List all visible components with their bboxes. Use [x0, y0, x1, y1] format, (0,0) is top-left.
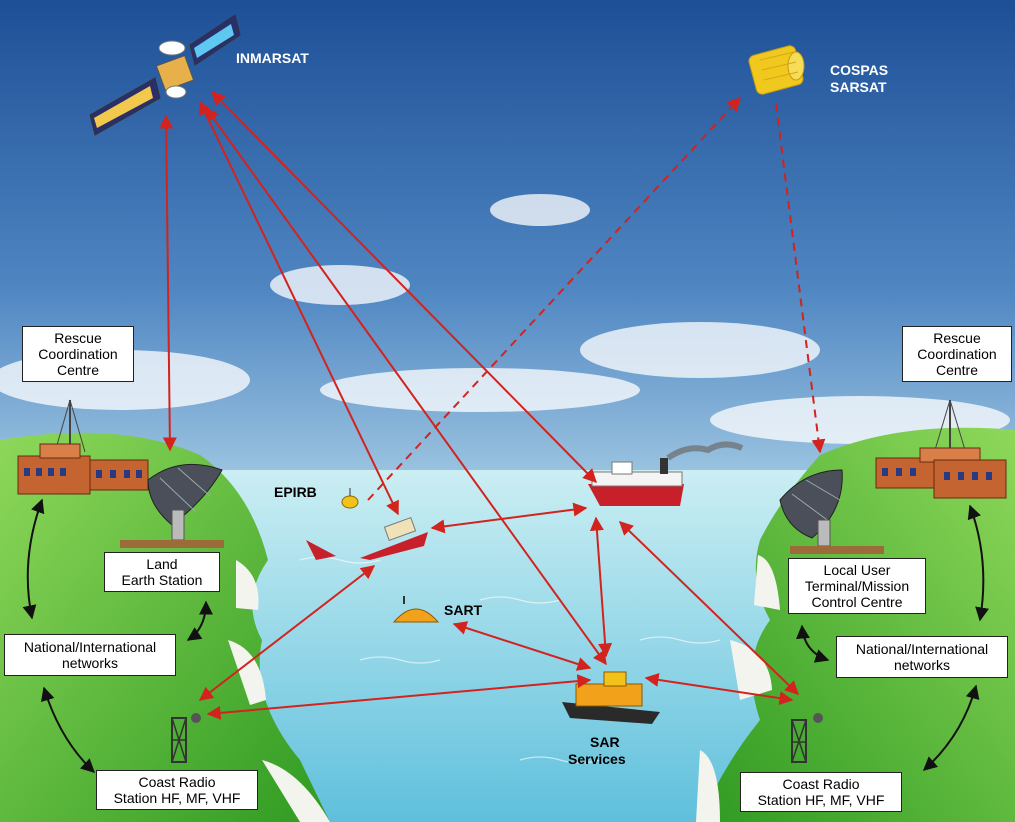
- box-line: Local User: [823, 562, 891, 578]
- ship-icon: [588, 441, 744, 506]
- radio-mast-icon: [791, 713, 823, 763]
- local-user-terminal-box: Local User Terminal/Mission Control Cent…: [788, 558, 926, 614]
- box-line: Rescue: [54, 330, 102, 346]
- left-rescue-coordination-centre-box: Rescue Coordination Centre: [22, 326, 134, 382]
- box-line: Coast Radio: [138, 774, 216, 790]
- box-line: Control Centre: [811, 594, 903, 610]
- right-rescue-coordination-centre-box: Rescue Coordination Centre: [902, 326, 1012, 382]
- right-networks-box: National/International networks: [836, 636, 1008, 678]
- network-links: [22, 498, 989, 773]
- services-label: Services: [568, 751, 626, 767]
- box-line: National/International: [855, 641, 989, 657]
- cospas-sarsat-satellite-icon: [748, 45, 805, 95]
- inmarsat-label: INMARSAT: [236, 50, 309, 66]
- box-line: Centre: [56, 362, 100, 378]
- sarsat-label: SARSAT: [830, 79, 887, 95]
- sart-label: SART: [444, 602, 483, 618]
- box-line: Coordination: [38, 346, 118, 362]
- box-line: Station HF, MF, VHF: [113, 790, 241, 806]
- left-coast-radio-box: Coast Radio Station HF, MF, VHF: [96, 770, 258, 810]
- box-line: National/International: [23, 639, 157, 655]
- box-line: Coast Radio: [782, 776, 860, 792]
- building-icon: [875, 399, 1007, 499]
- box-line: networks: [893, 657, 951, 673]
- box-line: Station HF, MF, VHF: [757, 792, 885, 808]
- box-line: Land: [146, 556, 178, 572]
- inmarsat-satellite-icon: [89, 14, 241, 136]
- cospas-label: COSPAS: [830, 62, 889, 78]
- epirb-label: EPIRB: [274, 484, 317, 500]
- box-line: Coordination: [917, 346, 997, 362]
- right-coast-radio-box: Coast Radio Station HF, MF, VHF: [740, 772, 902, 812]
- box-line: networks: [61, 655, 119, 671]
- communication-links: [159, 91, 826, 720]
- box-line: Rescue: [933, 330, 981, 346]
- box-line: Earth Station: [121, 572, 203, 588]
- left-networks-box: National/International networks: [4, 634, 176, 676]
- building-icon: [17, 399, 149, 495]
- box-line: Terminal/Mission: [804, 578, 910, 594]
- box-line: Centre: [935, 362, 979, 378]
- sar-label: SAR: [590, 734, 620, 750]
- dish-antenna-icon: [779, 469, 884, 554]
- land-earth-station-box: Land Earth Station: [104, 552, 220, 592]
- radio-mast-icon: [171, 713, 201, 763]
